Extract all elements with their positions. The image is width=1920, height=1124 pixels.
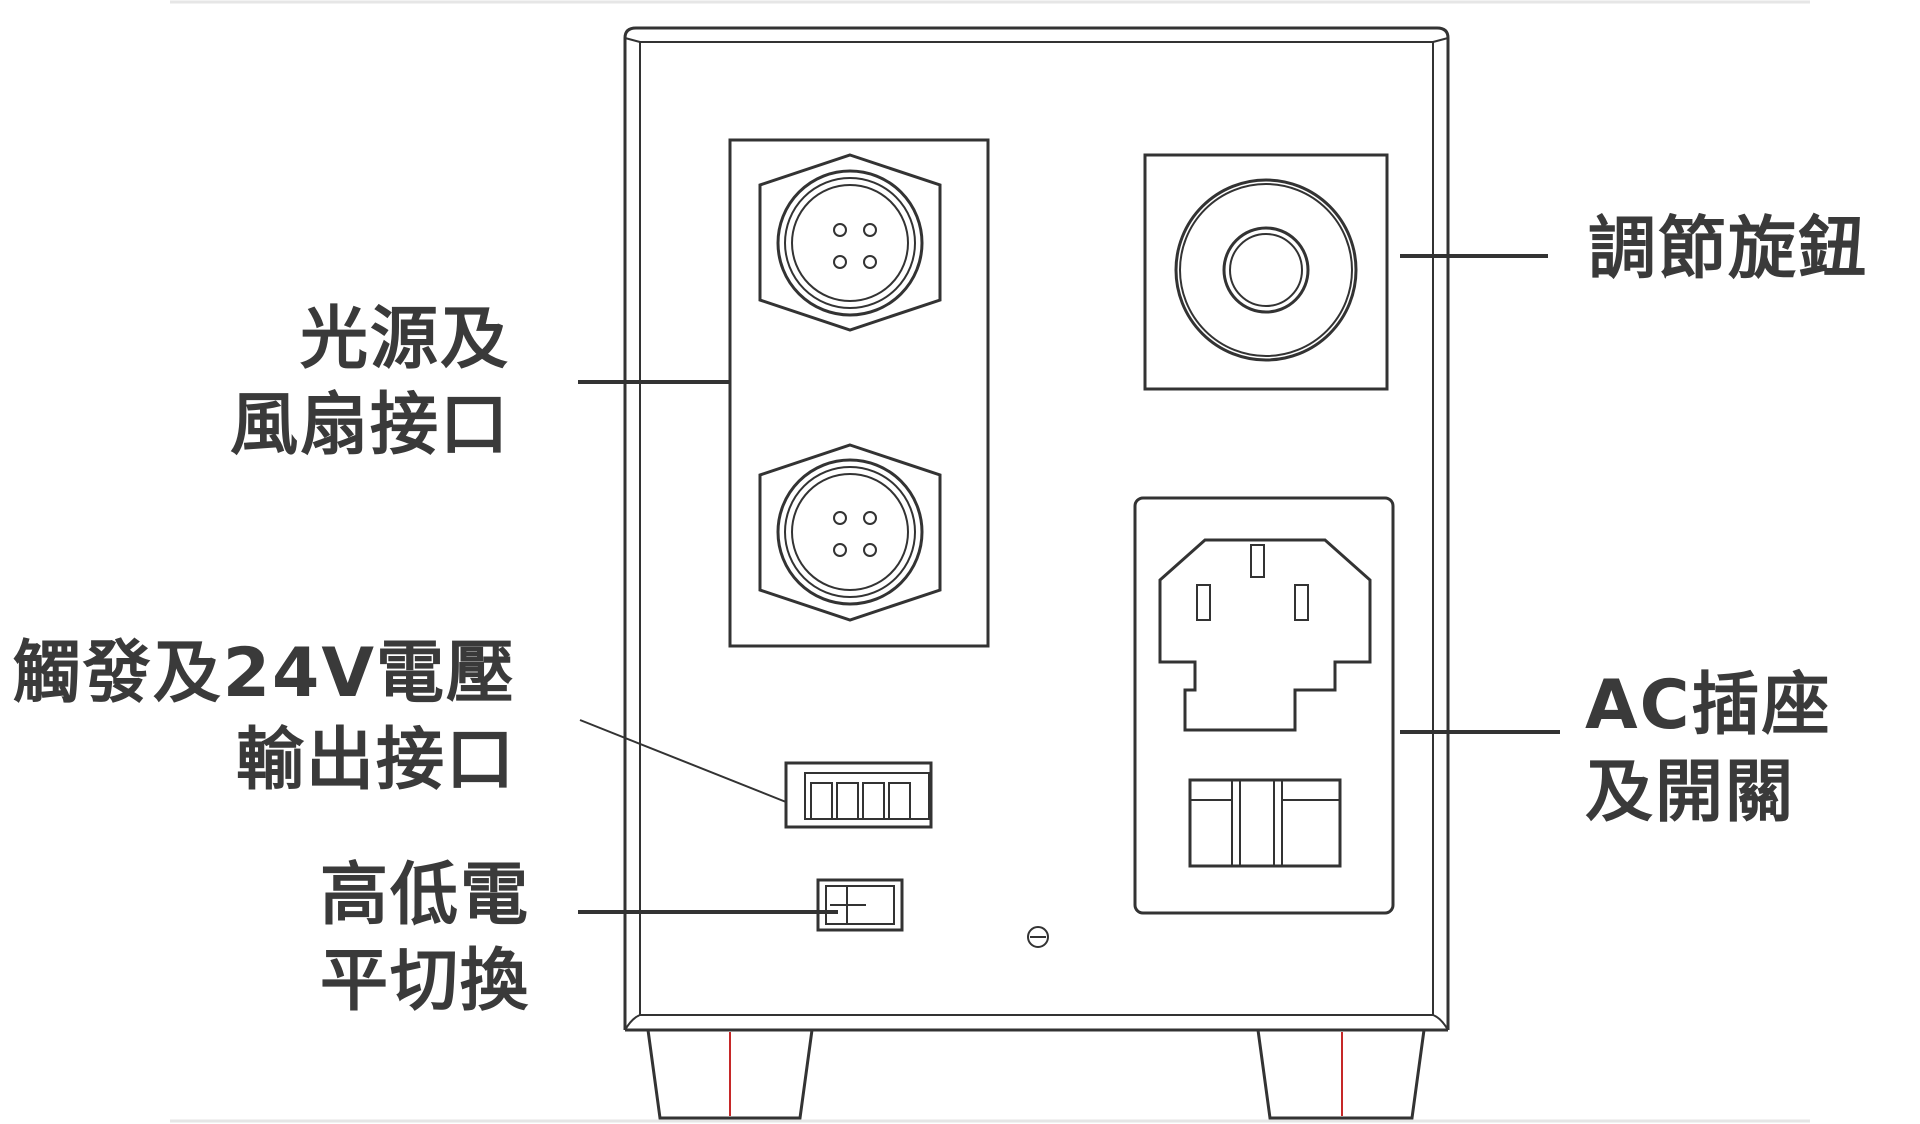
foot-left [646, 1029, 814, 1120]
aviation-connector-top [758, 153, 942, 332]
foot-right [1256, 1029, 1426, 1120]
ac-inlet-module [1133, 496, 1395, 915]
level-slide-switch [816, 878, 904, 932]
label-trigger-24v-line2: 輸出接口 [236, 721, 516, 800]
aviation-connector-bottom [758, 443, 942, 622]
label-level-switch-line2: 平切換 [320, 942, 530, 1021]
adjust-knob [1143, 153, 1389, 391]
label-light-fan-line2: 風扇接口 [230, 386, 510, 465]
label-trigger-24v-line1: 觸發及24V電壓 [13, 634, 516, 713]
leader-trigger-24v [579, 719, 787, 803]
label-light-fan-line1: 光源及 [300, 300, 510, 379]
device-housing [623, 26, 1450, 1032]
label-ac-socket-line1: AC插座 [1585, 666, 1832, 745]
connector-plate [728, 138, 990, 648]
label-ac-socket-line2: 及開關 [1585, 753, 1795, 832]
terminal-block [784, 761, 933, 829]
ground-screw [1027, 926, 1049, 948]
label-adjust-knob: 調節旋鈕 [1588, 210, 1868, 289]
label-level-switch-line1: 高低電 [320, 856, 530, 935]
